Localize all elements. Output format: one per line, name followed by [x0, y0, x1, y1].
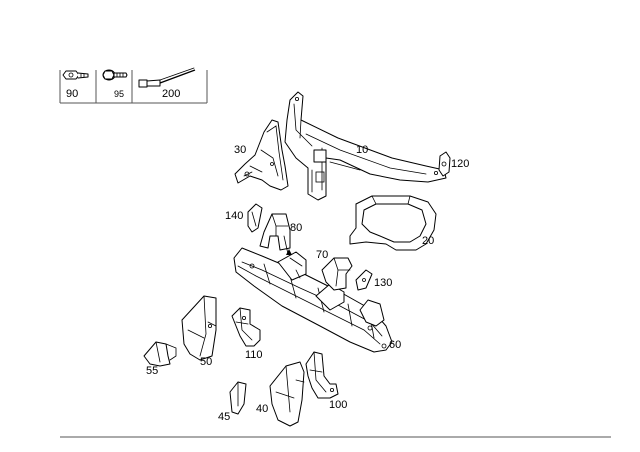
part-70-bracket: [321, 257, 353, 291]
part-10-upper-cross-member: [284, 91, 447, 201]
callout-60: 60: [389, 339, 401, 351]
legend-number-90: 90: [66, 88, 78, 100]
callout-130: 130: [374, 277, 392, 289]
callout-50: 50: [200, 356, 212, 368]
lower-cross-member: [233, 247, 393, 353]
callout-80: 80: [290, 222, 302, 234]
callout-70: 70: [316, 249, 328, 261]
part-100-support-bracket: [305, 351, 339, 399]
callout-55: 55: [146, 365, 158, 377]
part-110-mounting-bracket: [231, 307, 261, 347]
rivet-icon: [138, 67, 196, 88]
part-130-clip: [355, 269, 373, 291]
callout-40: 40: [256, 403, 268, 415]
part-20-headlamp-carrier: [349, 195, 437, 251]
part-55-side-panel: [143, 341, 177, 367]
part-120-plate: [438, 151, 451, 177]
legend-number-95: 95: [114, 89, 124, 99]
fastener-legend: 90 95 200: [59, 67, 208, 104]
callout-10: 10: [356, 144, 368, 156]
callout-30: 30: [234, 144, 246, 156]
screw-icon: [62, 70, 89, 80]
part-45-small-piece: [229, 381, 247, 415]
part-40-lower-panel: [269, 361, 305, 427]
part-50-upright-panel: [181, 295, 217, 361]
part-30-side-bracket: [234, 119, 289, 191]
callout-20: 20: [422, 235, 434, 247]
callout-100: 100: [329, 399, 347, 411]
legend-number-200: 200: [162, 88, 180, 100]
callout-45: 45: [218, 411, 230, 423]
bolt-with-washer-icon: [102, 69, 128, 81]
callout-140: 140: [225, 210, 243, 222]
part-140-bracket: [247, 203, 263, 233]
part-80-center-bracket: [259, 213, 292, 255]
callout-110: 110: [245, 349, 263, 361]
callout-120: 120: [451, 158, 469, 170]
